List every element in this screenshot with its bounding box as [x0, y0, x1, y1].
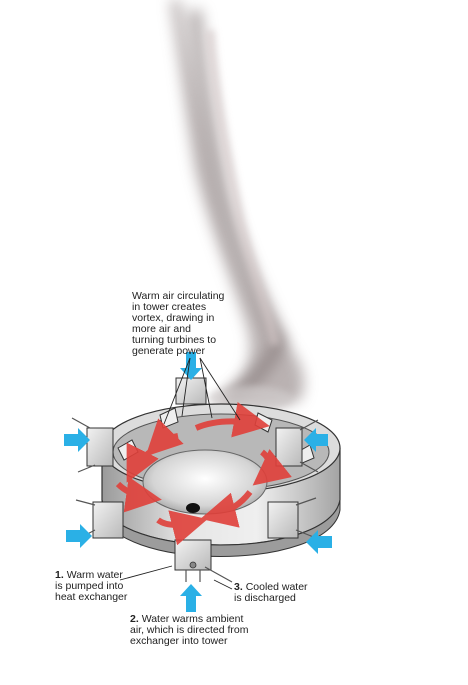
vortex-label-line: vortex, drawing in [132, 312, 215, 324]
vortex-label-line: more air and [132, 323, 191, 335]
step1-line: is pumped into [55, 580, 124, 592]
vortex-arrow [194, 402, 270, 438]
vortex-label-line: Warm air circulating [132, 290, 225, 302]
vortex-arrow [156, 510, 208, 546]
step2-line: exchanger into tower [130, 635, 228, 647]
basin [142, 449, 268, 515]
step2-line: air, which is directed from [130, 624, 249, 636]
inflow-arrow-bottom [180, 584, 202, 612]
step1-line: Warm water [66, 569, 123, 581]
step1-label: 1. Warm water is pumped into heat exchan… [55, 570, 127, 603]
vortex-arrow [145, 418, 184, 457]
vortex-arrow [252, 448, 292, 486]
step3-line: Cooled water [245, 581, 308, 593]
step3-line: is discharged [234, 592, 296, 604]
vortex-label-line: generate power [132, 345, 205, 357]
vortex-arrow [200, 490, 253, 528]
step2-number: 2. [130, 613, 139, 625]
vortex-arrows [115, 402, 292, 546]
heat-exchanger-right-lower [267, 501, 299, 539]
step1-number: 1. [55, 569, 64, 581]
heat-exchanger-left-lower [92, 501, 124, 539]
heat-exchanger-right-upper [275, 427, 303, 467]
leader-lines [119, 357, 241, 590]
inflow-arrow-right-upper [304, 428, 328, 452]
step1-line: heat exchanger [55, 591, 128, 603]
vortex-label: Warm air circulating in tower creates vo… [132, 291, 224, 357]
inflow-arrows [64, 352, 332, 612]
inflow-arrow-right-lower [306, 530, 332, 554]
step2-line: Water warms ambient [141, 613, 244, 625]
heat-exchanger-left-upper [86, 427, 114, 467]
vortex-label-line: turning turbines to [132, 334, 217, 346]
step3-number: 3. [234, 581, 243, 593]
inflow-arrow-left-upper [64, 428, 90, 452]
step3-label: 3. Cooled water is discharged [234, 582, 308, 604]
vortex-plume [170, 0, 305, 410]
heat-exchanger-back [175, 377, 207, 405]
vortex-arrow [115, 476, 162, 513]
turbine-opening [186, 503, 200, 513]
inflow-arrow-top [180, 352, 202, 380]
vortex-label-line: in tower creates [132, 301, 207, 313]
inflow-arrow-left-lower [66, 524, 92, 548]
step2-label: 2. Water warms ambient air, which is dir… [130, 614, 248, 647]
